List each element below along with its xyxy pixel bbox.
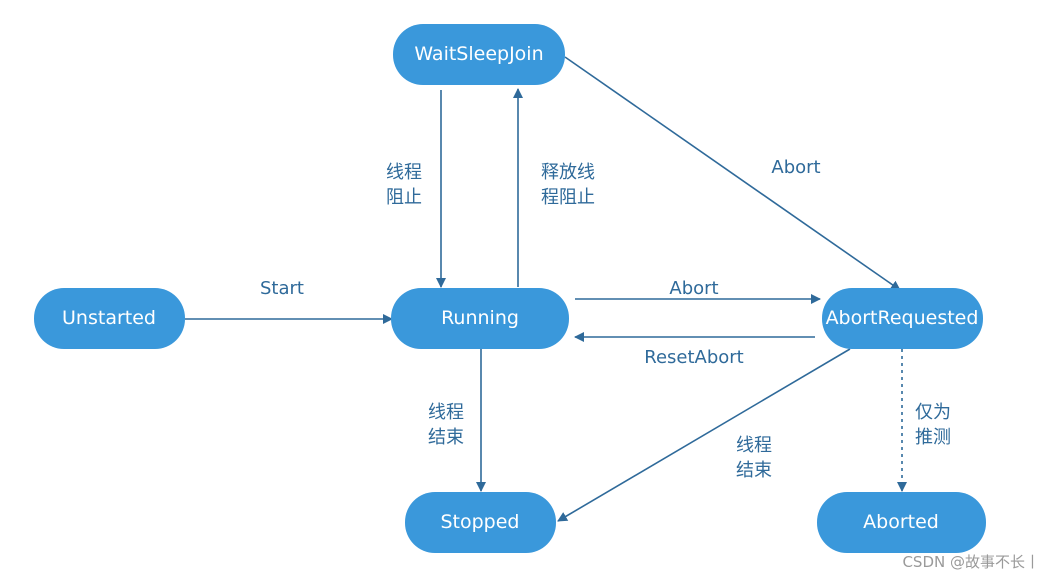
node-unstarted-label: Unstarted: [62, 307, 156, 329]
node-abortrequested-label: AbortRequested: [826, 307, 979, 329]
node-aborted: Aborted: [817, 492, 986, 553]
label-infer-line1: 仅为: [915, 402, 951, 423]
node-stopped-label: Stopped: [440, 511, 519, 533]
label-end-running-line1: 线程: [428, 402, 464, 423]
label-start: Start: [260, 278, 304, 299]
label-release-line1: 释放线: [541, 162, 595, 183]
label-infer-line2: 推测: [915, 427, 951, 448]
node-running-label: Running: [441, 307, 519, 329]
label-end-abort-line1: 线程: [736, 435, 772, 456]
edge-abort-from-wait: [564, 56, 901, 291]
node-aborted-label: Aborted: [863, 511, 939, 533]
label-end-running-line2: 结束: [428, 427, 464, 448]
edge-end-abort: [557, 348, 851, 522]
label-abort-from-running: Abort: [669, 278, 718, 299]
node-running: Running: [391, 288, 569, 349]
watermark: CSDN @故事不长丨: [902, 553, 1040, 571]
node-waitsleepjoin: WaitSleepJoin: [393, 24, 565, 85]
label-block-line2: 阻止: [386, 187, 422, 208]
label-reset-abort: ResetAbort: [644, 347, 744, 368]
label-end-abort-line2: 结束: [736, 460, 772, 481]
node-abortrequested: AbortRequested: [822, 288, 983, 349]
node-unstarted: Unstarted: [34, 288, 185, 349]
node-waitsleepjoin-label: WaitSleepJoin: [414, 43, 543, 65]
label-block-line1: 线程: [386, 162, 422, 183]
label-abort-from-wait: Abort: [771, 157, 820, 178]
node-stopped: Stopped: [405, 492, 556, 553]
label-release-line2: 程阻止: [541, 187, 595, 208]
